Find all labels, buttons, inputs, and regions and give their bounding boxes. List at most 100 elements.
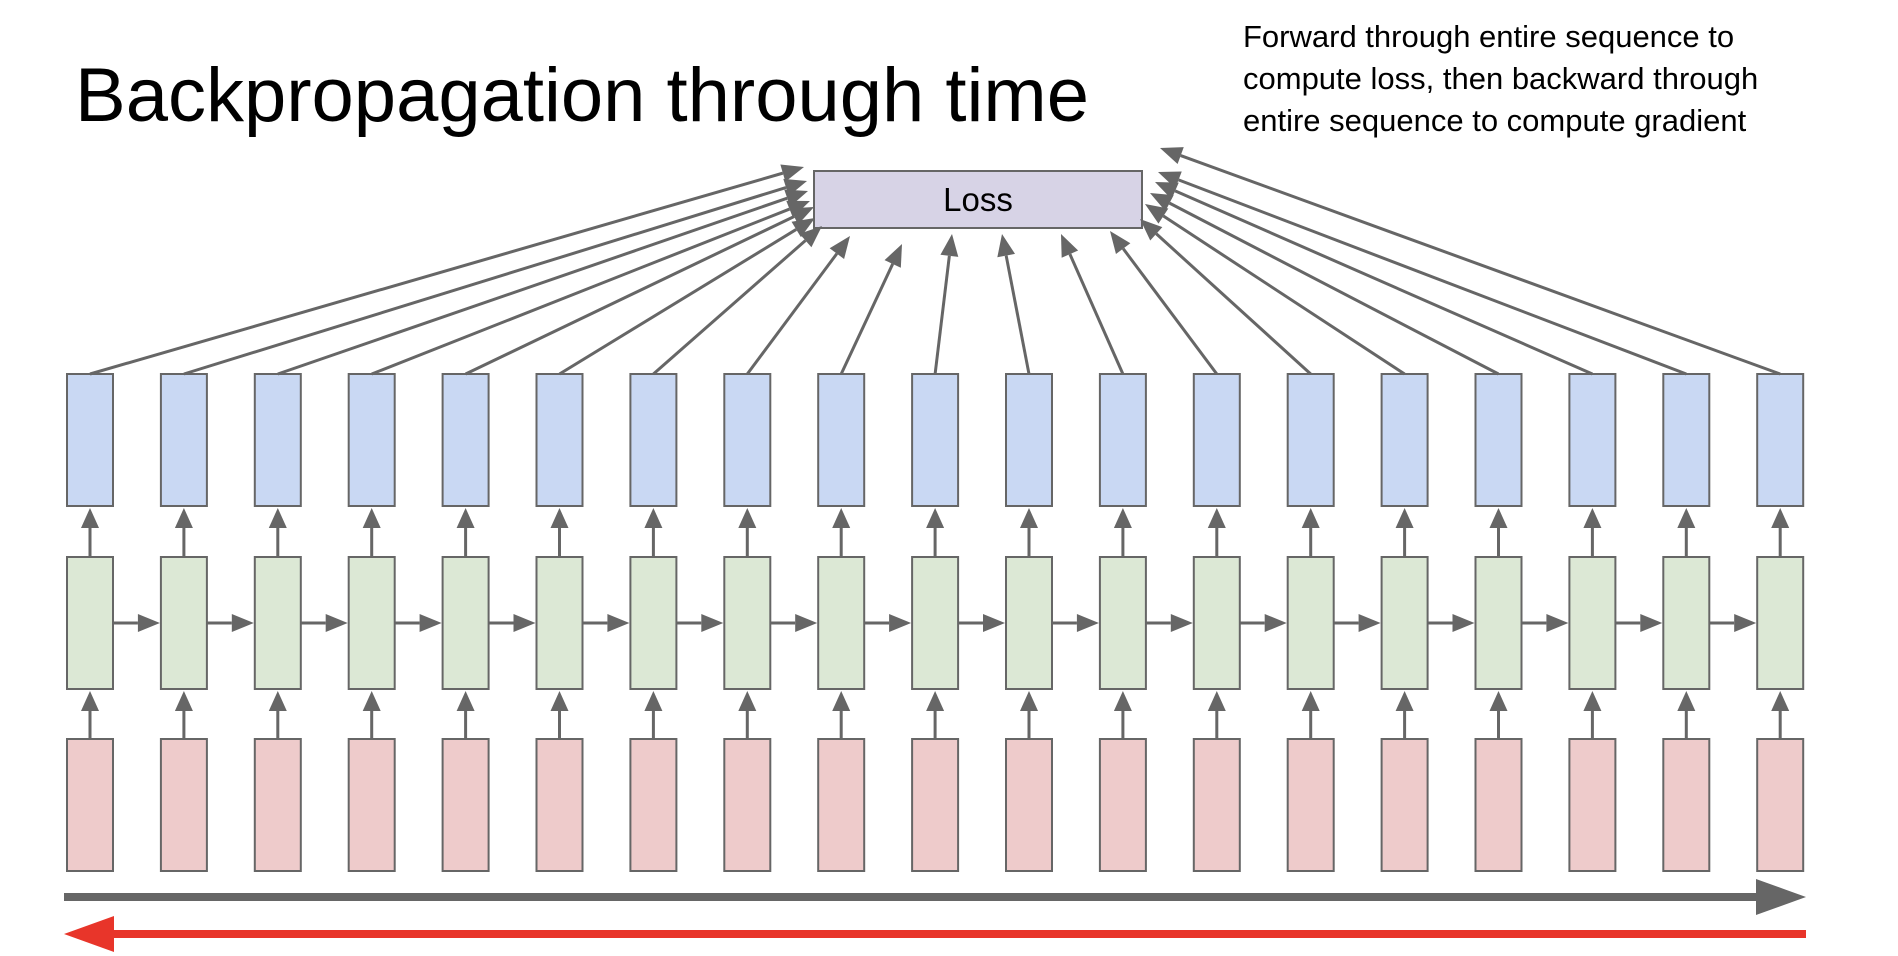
output-to-loss-arrow xyxy=(1140,219,1312,376)
input-to-hidden-arrow xyxy=(1301,691,1320,739)
recurrent-arrow xyxy=(770,614,818,632)
output-to-loss-arrow xyxy=(89,164,804,376)
recurrent-arrow xyxy=(206,614,254,632)
hidden-state-box xyxy=(1005,556,1053,690)
hidden-to-output-arrow xyxy=(926,508,945,557)
input-to-hidden-arrow xyxy=(1489,691,1508,739)
hidden-state-box xyxy=(1568,556,1617,690)
recurrent-arrow xyxy=(113,614,160,632)
output-box xyxy=(1286,373,1335,507)
hidden-to-output-arrow xyxy=(268,508,287,557)
input-box xyxy=(1568,738,1617,872)
output-box xyxy=(629,373,678,507)
output-to-loss-arrow xyxy=(558,218,815,376)
input-box xyxy=(1474,738,1523,872)
output-to-loss-arrow xyxy=(1158,171,1687,376)
recurrent-arrow xyxy=(1333,614,1381,632)
input-box xyxy=(1756,738,1805,872)
output-box xyxy=(535,373,584,507)
input-to-hidden-arrow xyxy=(456,691,475,739)
hidden-to-output-arrow xyxy=(738,508,757,557)
recurrent-arrow xyxy=(958,614,1005,632)
recurrent-arrow xyxy=(1709,614,1757,632)
hidden-to-output-arrow xyxy=(1113,508,1132,557)
output-box xyxy=(1098,373,1147,507)
recurrent-arrow xyxy=(1239,614,1287,632)
input-box xyxy=(723,738,772,872)
input-to-hidden-arrow xyxy=(926,691,945,739)
input-to-hidden-arrow xyxy=(174,691,193,739)
recurrent-arrow xyxy=(582,614,630,632)
hidden-to-output-arrow xyxy=(174,508,193,557)
input-box xyxy=(535,738,584,872)
hidden-to-output-arrow xyxy=(362,508,381,557)
input-box xyxy=(66,738,114,872)
recurrent-arrow xyxy=(1615,614,1663,632)
hidden-state-box xyxy=(66,556,114,690)
input-to-hidden-arrow xyxy=(1677,691,1696,739)
output-box xyxy=(1756,373,1805,507)
recurrent-arrow xyxy=(1521,614,1569,632)
hidden-to-output-arrow xyxy=(456,508,475,557)
hidden-to-output-arrow xyxy=(1677,508,1696,557)
recurrent-arrow xyxy=(1145,614,1193,632)
hidden-to-output-arrow xyxy=(1207,508,1226,557)
hidden-state-box xyxy=(1662,556,1711,690)
output-to-loss-arrow xyxy=(997,234,1031,375)
output-box xyxy=(1474,373,1523,507)
input-to-hidden-arrow xyxy=(644,691,663,739)
hidden-state-box xyxy=(1380,556,1429,690)
input-box xyxy=(1662,738,1711,872)
input-box xyxy=(253,738,302,872)
hidden-state-box xyxy=(1098,556,1147,690)
output-to-loss-arrow xyxy=(371,200,810,376)
input-box xyxy=(911,738,960,872)
hidden-state-box xyxy=(347,556,396,690)
output-to-loss-arrow xyxy=(1150,193,1500,376)
hidden-to-output-arrow xyxy=(81,508,99,557)
backward-pass-arrow xyxy=(64,916,1806,952)
recurrent-arrow xyxy=(676,614,724,632)
input-to-hidden-arrow xyxy=(738,691,757,739)
hidden-state-box xyxy=(1286,556,1335,690)
recurrent-arrow xyxy=(1052,614,1099,632)
output-to-loss-arrow xyxy=(652,226,822,376)
input-to-hidden-arrow xyxy=(550,691,569,739)
hidden-state-box xyxy=(911,556,960,690)
hidden-state-box xyxy=(1474,556,1523,690)
output-box xyxy=(1380,373,1429,507)
output-to-loss-arrow xyxy=(464,207,814,376)
hidden-to-output-arrow xyxy=(1771,508,1790,557)
input-to-hidden-arrow xyxy=(268,691,287,739)
hidden-state-box xyxy=(1192,556,1241,690)
input-to-hidden-arrow xyxy=(1113,691,1132,739)
output-box xyxy=(66,373,114,507)
hidden-to-output-arrow xyxy=(1020,508,1038,557)
output-to-loss-arrow xyxy=(839,244,902,375)
forward-pass-arrow xyxy=(64,879,1806,915)
input-to-hidden-arrow xyxy=(362,691,381,739)
input-to-hidden-arrow xyxy=(1020,691,1038,739)
hidden-state-box xyxy=(441,556,490,690)
loss-label: Loss xyxy=(943,181,1013,218)
note-line-1: Forward through entire sequence to xyxy=(1243,19,1735,54)
hidden-to-output-arrow xyxy=(1395,508,1414,557)
note-line-2: compute loss, then backward through xyxy=(1243,61,1759,96)
output-to-loss-arrow xyxy=(277,189,808,376)
recurrent-arrow xyxy=(394,614,442,632)
input-box xyxy=(1098,738,1147,872)
output-to-loss-arrow xyxy=(933,234,959,375)
recurrent-arrow xyxy=(488,614,536,632)
output-to-loss-arrow xyxy=(1155,182,1594,376)
hidden-state-box xyxy=(535,556,584,690)
input-box xyxy=(441,738,490,872)
input-box xyxy=(159,738,208,872)
hidden-state-box xyxy=(629,556,678,690)
output-to-loss-arrow xyxy=(1061,234,1125,375)
hidden-to-output-arrow xyxy=(644,508,663,557)
output-box xyxy=(911,373,960,507)
input-to-hidden-arrow xyxy=(81,691,99,739)
loss-box xyxy=(813,170,1143,229)
